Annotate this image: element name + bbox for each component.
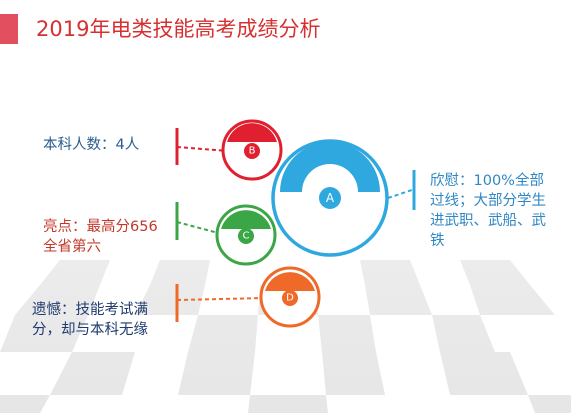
node-d: D <box>175 266 321 328</box>
label-c-line: 亮点：最高分656 <box>43 219 158 235</box>
node-c-badge <box>238 228 254 244</box>
node-a-cap <box>280 142 380 192</box>
page-title: 2019年电类技能高考成绩分析 <box>36 17 321 41</box>
node-b: B <box>175 119 283 181</box>
node-c-letter: C <box>243 231 250 242</box>
node-c-connector <box>176 221 223 235</box>
label-c: 亮点：最高分656 全省第六 <box>43 217 158 257</box>
node-b-cap <box>227 123 277 142</box>
label-b: 本科人数：4人 <box>43 135 139 155</box>
label-b-line: 本科人数：4人 <box>43 137 140 153</box>
label-d-line: 分，却与本科无缘 <box>32 322 148 338</box>
node-c-cap <box>221 210 271 229</box>
node-a-letter: A <box>326 191 335 205</box>
node-d-badge <box>282 290 298 306</box>
node-b-letter: B <box>249 146 256 157</box>
node-b-connector <box>176 146 229 152</box>
label-c-line: 全省第六 <box>43 239 101 255</box>
node-a: A <box>271 139 416 257</box>
label-a: 欣慰：100%全部 过线；大部分学生 进武职、武船、武 铁 <box>430 171 546 251</box>
accent-bar <box>0 14 18 44</box>
label-d-line: 遗憾：技能考试满 <box>32 302 148 318</box>
label-d: 遗憾：技能考试满 分，却与本科无缘 <box>32 300 148 340</box>
label-a-line: 欣慰：100%全部 <box>430 173 544 189</box>
node-a-connector <box>387 189 413 199</box>
node-d-letter: D <box>286 293 294 304</box>
label-a-line: 过线；大部分学生 <box>430 193 546 209</box>
node-a-badge <box>319 187 341 209</box>
label-a-line: 铁 <box>430 233 445 249</box>
node-d-cap <box>265 272 315 291</box>
node-c: C <box>175 202 277 266</box>
node-b-badge <box>244 143 260 159</box>
label-a-line: 进武职、武船、武 <box>430 213 546 229</box>
node-d-connector <box>176 297 267 301</box>
